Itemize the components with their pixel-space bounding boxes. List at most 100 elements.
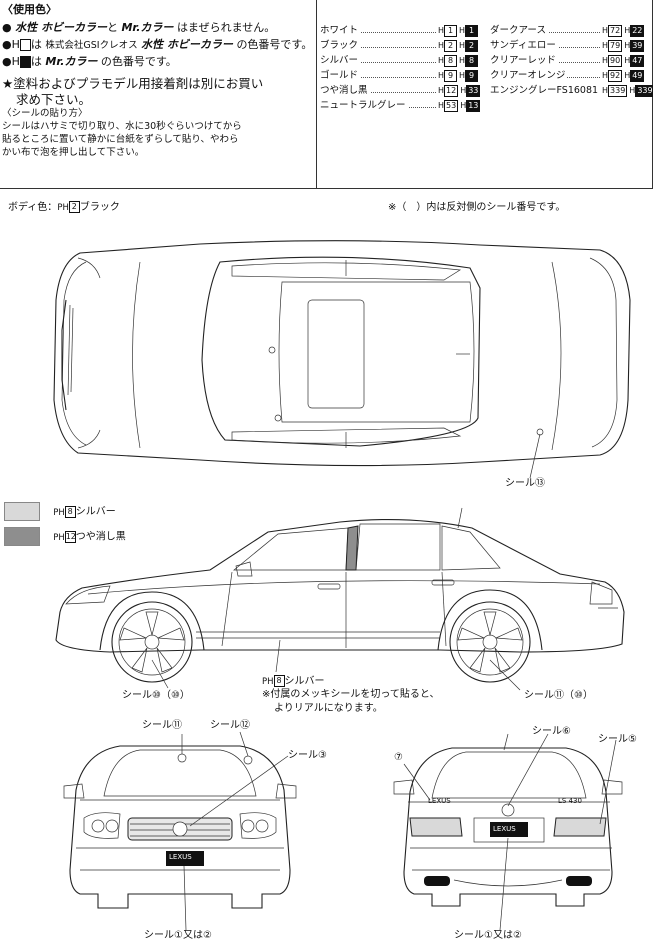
hobby-color-code: 12 xyxy=(444,84,459,97)
callout-rear-seal-7: ⑦ xyxy=(394,752,403,763)
mr-color-code: 1 xyxy=(465,24,479,37)
hobby-color-code: 339 xyxy=(608,84,628,97)
callout-rear-seal-5: シール⑤ xyxy=(598,734,637,745)
color-name: ゴールド xyxy=(320,69,361,83)
hobby-color-prefix: H xyxy=(438,41,445,50)
mr-color-prefix: H xyxy=(459,56,466,65)
hobby-color-prefix: H xyxy=(602,71,609,80)
legend-flat-black: PH12つや消し黒 xyxy=(4,527,126,546)
leader-dots xyxy=(320,62,436,63)
header-divider xyxy=(316,0,317,188)
hobby-color-prefix: H xyxy=(602,41,609,50)
bullet-dot-icon: ● xyxy=(2,38,12,51)
leader-dots xyxy=(320,77,436,78)
chrome-seal-note: ※付属のメッキシールを切って貼ると、 よりリアルになります。 xyxy=(262,689,440,714)
filled-box-icon xyxy=(19,56,31,68)
hobby-color-code: 53 xyxy=(444,99,459,112)
hobby-color-code: 79 xyxy=(608,39,623,52)
color-name: クリアーオレンジ xyxy=(490,69,568,83)
callout-front-seal-12: シール⑫ xyxy=(210,720,250,731)
hobby-color-prefix: H xyxy=(438,56,445,65)
paint-notice: ★塗料およびプラモデル用接着剤は別にお買い 求め下さい。 xyxy=(2,76,264,107)
mr-color-prefix: H xyxy=(624,26,631,35)
bullet-dot-icon: ● xyxy=(2,55,12,68)
hobby-color-prefix: H xyxy=(438,101,445,110)
bullet-note-1: ● 水性 ホビーカラーと Mr.カラー はまぜられません。 xyxy=(2,21,276,34)
color-name: エンジングレーFS16081 xyxy=(490,84,601,98)
hobby-color-code: 92 xyxy=(608,69,623,82)
flat-black-swatch xyxy=(4,527,40,546)
color-name: ダークアース xyxy=(490,24,548,38)
mr-color-prefix: H xyxy=(624,41,631,50)
hobby-color-code: 90 xyxy=(608,54,623,67)
hobby-color-prefix: H xyxy=(602,26,609,35)
decal-instructions: 〈シールの貼り方〉 シールはハサミで切り取り、水に30秒ぐらいつけてから 貼ると… xyxy=(2,108,242,158)
mr-color-prefix: H xyxy=(459,41,466,50)
mr-color-prefix: H xyxy=(624,56,631,65)
mr-color-prefix: H xyxy=(460,86,467,95)
hobby-color-prefix: H xyxy=(602,56,609,65)
mr-color-prefix: H xyxy=(459,71,466,80)
mr-color-code: 47 xyxy=(630,54,645,67)
silver-swatch xyxy=(4,502,40,521)
hobby-color-code: 72 xyxy=(608,24,623,37)
open-box-icon xyxy=(19,39,31,51)
callout-front-seal-11: シール⑪ xyxy=(142,720,182,731)
bullet-dot-icon: ● xyxy=(2,21,12,34)
trunk-emblem-left: LEXUS xyxy=(428,797,451,805)
hobby-color-code: 2 xyxy=(444,39,458,52)
hobby-color-prefix: H xyxy=(602,86,609,95)
hobby-color-prefix: H xyxy=(438,86,445,95)
callout-front-seal-bottom: シール①又は② xyxy=(144,930,212,941)
front-plate-emblem: LEXUS xyxy=(169,853,192,861)
callout-rear-seal-bottom: シール①又は② xyxy=(454,930,522,941)
rear-plate-emblem: LEXUS xyxy=(493,825,516,833)
color-name: サンディエロー xyxy=(490,39,558,53)
color-name: ニュートラルグレー xyxy=(320,99,408,113)
callout-top-seal: シール⑬ xyxy=(505,478,545,489)
callout-front-seal-3: シール③ xyxy=(288,750,327,761)
hobby-color-prefix: H xyxy=(438,71,445,80)
mr-color-code: 339 xyxy=(635,84,653,97)
mr-color-code: 9 xyxy=(465,69,479,82)
mr-color-code: 22 xyxy=(630,24,645,37)
callout-rear-seal-6: シール⑥ xyxy=(532,726,571,737)
mr-color-code: 8 xyxy=(465,54,479,67)
mr-color-code: 39 xyxy=(630,39,645,52)
color-name: ブラック xyxy=(320,39,361,53)
mr-color-prefix: H xyxy=(624,71,631,80)
mr-color-code: 2 xyxy=(465,39,479,52)
leader-dots xyxy=(320,47,436,48)
trunk-emblem-right: LS 430 xyxy=(558,797,582,805)
header-rule xyxy=(0,188,653,189)
mr-color-prefix: H xyxy=(629,86,636,95)
color-name: ホワイト xyxy=(320,24,361,38)
reverse-side-note: ※（ ）内は反対側のシール番号です。 xyxy=(388,202,566,213)
